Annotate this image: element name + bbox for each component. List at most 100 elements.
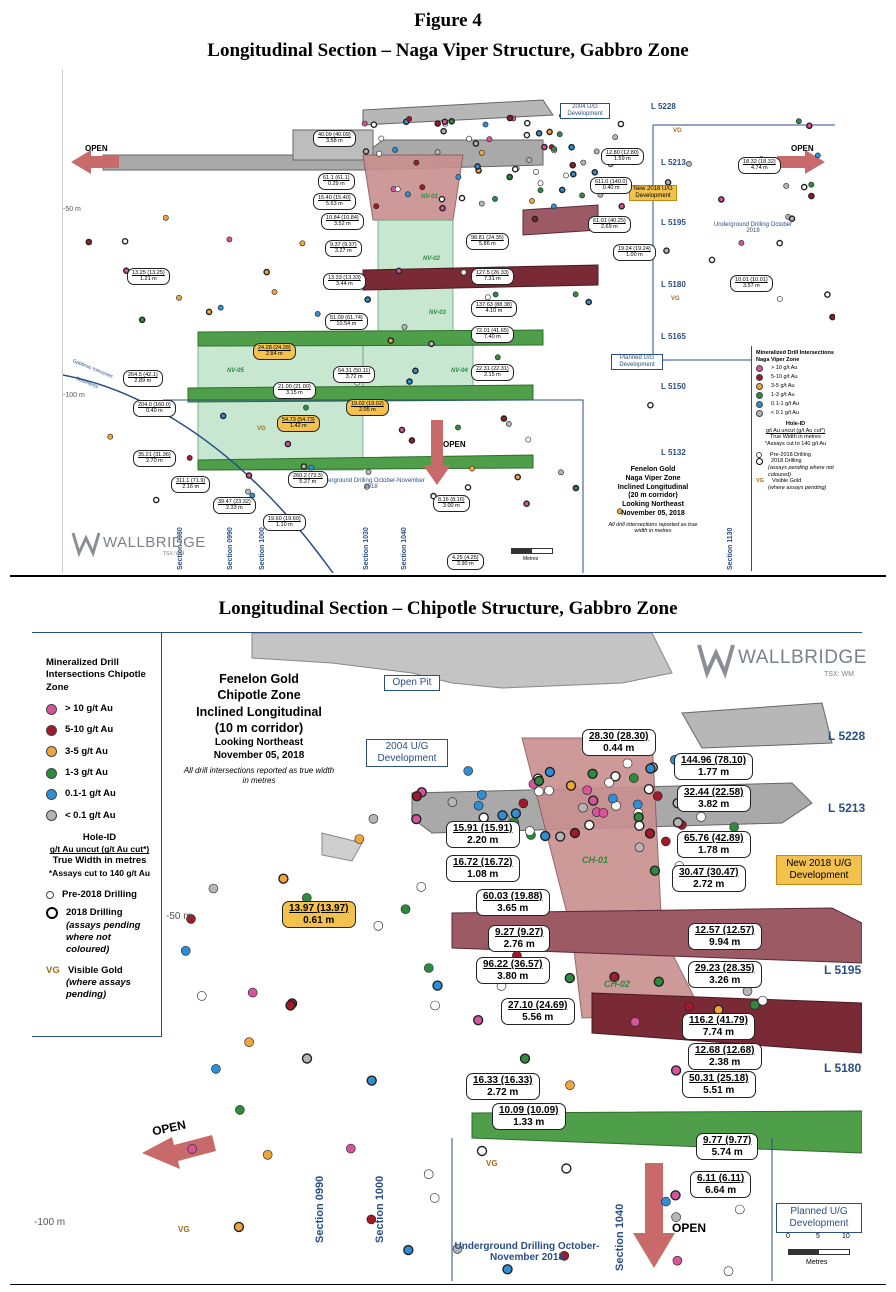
legend-swatch-icon <box>756 365 763 373</box>
bottom-legend-2018: 2018 Drilling <box>66 907 123 919</box>
intersection-grade: 50.31 (25.18) <box>689 1073 749 1084</box>
drill-hole-dot <box>432 980 443 991</box>
drill-hole-dot <box>572 291 579 298</box>
intersection-grade: 64.31 (50.11) <box>338 368 371 374</box>
drill-hole-dot <box>617 120 625 128</box>
drill-hole-dot <box>460 269 467 276</box>
drill-hole-dot <box>523 119 531 127</box>
drill-hole-dot <box>500 415 508 422</box>
top-legend-2018: 2018 Drilling <box>771 458 802 465</box>
underground-drilling-line <box>163 399 584 573</box>
nv05-zone <box>197 339 364 471</box>
drill-hole-dot <box>531 215 539 223</box>
intersection-width: 1.78 m <box>698 844 730 856</box>
top-level-5180: L 5180 <box>661 280 686 289</box>
intersection-width: 1.77 m <box>697 766 730 778</box>
drill-hole-dot <box>550 203 557 210</box>
drill-hole-dot <box>708 256 716 264</box>
legend-label: 1-3 g/t Au <box>65 767 108 779</box>
drill-hole-dot <box>430 1000 440 1011</box>
intersection-label: 39.47 (23.32)2.33 m <box>213 497 256 514</box>
bottom-level-5213: L 5213 <box>828 801 866 815</box>
bottom-wallbridge-logo: WALLBRIDGE TSX: WM <box>696 639 866 679</box>
drill-hole-dot <box>783 183 790 189</box>
bottom-legend-pending: (assays pending where not coloured) <box>66 919 141 956</box>
drill-hole-dot <box>568 143 575 151</box>
intersection-label: 72.01 (41.65)7.40 m <box>471 326 514 343</box>
drill-hole-dot <box>463 766 474 776</box>
drill-hole-dot <box>387 337 395 344</box>
top-drill-dots <box>85 112 835 515</box>
top-info-line-4: Looking Northeast <box>622 501 684 508</box>
drill-hole-dot <box>244 1037 254 1048</box>
intersection-label: 51.09 (61.74)10.54 m <box>325 313 368 330</box>
legend-label: 0.1-1 g/t Au <box>771 401 800 408</box>
intersection-grade: 22.31 (22.31) <box>476 366 509 372</box>
drill-hole-dot <box>672 1255 683 1266</box>
intersection-label: 4.25 (4.25)3.90 m <box>447 553 484 570</box>
intersection-grade: 127.5 (26.33) <box>476 270 509 276</box>
drill-hole-dot <box>808 181 815 188</box>
drill-hole-dot <box>800 183 808 191</box>
bottom-info-line-3: (10 m corridor) <box>214 720 304 735</box>
legend-label: 3-5 g/t Au <box>771 383 795 390</box>
intersection-grade: 19.24 (19.24) <box>618 246 651 252</box>
intersection-width: 10.54 m <box>336 321 357 328</box>
drill-hole-dot <box>497 810 508 821</box>
intersection-width: 2.33 m <box>225 505 243 512</box>
intersection-label: 9.27 (9.27)2.76 m <box>488 925 551 952</box>
intersection-width: 3.00 m <box>442 503 460 510</box>
drill-hole-dot <box>663 247 670 254</box>
intersection-label: 27.10 (24.69)5.56 m <box>501 998 575 1025</box>
legend-row: < 0.1 g/t Au <box>46 810 153 822</box>
intersection-label: 24.28 (24.28)2.84 m <box>253 343 296 360</box>
drill-hole-dot <box>107 433 114 440</box>
top-depth-50: -50 m <box>63 206 81 213</box>
drill-hole-dot <box>776 296 783 302</box>
bottom-scale-10: 10 <box>842 1233 850 1240</box>
drill-hole-dot <box>572 484 580 492</box>
drill-hole-dot <box>448 118 456 125</box>
top-legend-vg: Visible Gold <box>771 478 802 485</box>
drill-hole-dot <box>579 192 585 199</box>
intersection-grade: 19.60 (19.60) <box>268 516 301 522</box>
drill-hole-dot <box>162 214 169 221</box>
intersection-width: 5.56 m <box>522 1011 554 1023</box>
intersection-width: 3.90 m <box>456 561 474 568</box>
intersection-label: 9.37 (9.37)3.27 m <box>325 240 362 257</box>
drill-hole-dot <box>364 296 372 303</box>
intersection-label: 98.81 (24.35)5.86 m <box>466 233 509 250</box>
top-level-5195: L 5195 <box>661 218 686 227</box>
drill-hole-dot <box>392 146 398 153</box>
top-info-block: Fenelon Gold Naga Viper Zone Inclined Lo… <box>603 466 703 535</box>
intersection-label: 28.30 (28.30)0.44 m <box>582 729 656 756</box>
top-legend: Mineralized Drill Intersections Naga Vip… <box>751 346 835 571</box>
top-info-note: All drill intersections reported as true… <box>608 521 698 535</box>
top-info-line-1: Naga Viper Zone <box>625 474 681 482</box>
intersection-grade: 32.44 (22.58) <box>684 787 744 798</box>
legend-row: 0.1-1 g/t Au <box>46 788 153 801</box>
nv04-label: NV-04 <box>451 368 468 374</box>
intersection-label: 15.91 (15.91)2.20 m <box>446 821 520 848</box>
drill-hole-dot <box>152 496 160 504</box>
intersection-label: 30.47 (30.47)2.72 m <box>672 865 746 892</box>
intersection-label: 10.09 (10.09)1.33 m <box>492 1103 566 1130</box>
drill-hole-dot <box>262 1149 273 1160</box>
drill-hole-dot <box>482 121 489 128</box>
intersection-grade: 13.25 (13.25) <box>132 270 165 276</box>
drill-hole-dot <box>541 143 548 151</box>
legend-swatch-icon <box>46 810 57 822</box>
drill-hole-dot <box>544 766 556 778</box>
drill-hole-dot <box>564 972 575 984</box>
intersection-label: 65.76 (42.89)1.78 m <box>677 831 751 858</box>
intersection-grade: 12.68 (12.68) <box>695 1045 755 1056</box>
drill-hole-dot <box>474 163 481 170</box>
drill-hole-dot <box>455 174 462 180</box>
drill-hole-dot <box>303 404 309 411</box>
intersection-grade: 204.0 (160.0) <box>138 402 171 408</box>
intersection-width: 2.69 m <box>600 224 618 231</box>
drill-hole-dot <box>247 987 258 998</box>
bottom-logo-ticker: TSX: WM <box>824 671 854 678</box>
bottom-open-arrow-down <box>633 1163 675 1268</box>
bottom-grey-drift-2 <box>681 702 833 749</box>
